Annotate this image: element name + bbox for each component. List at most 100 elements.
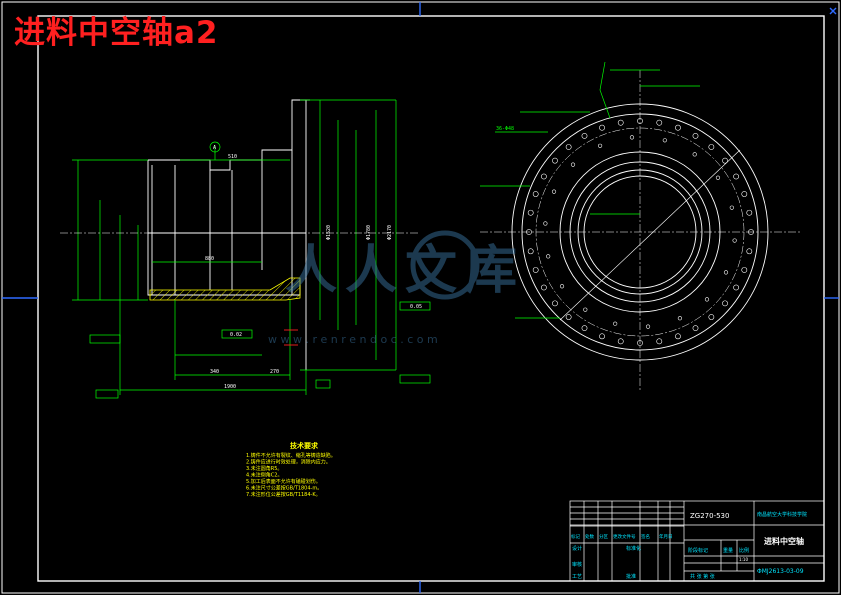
end-view: 36-Φ48 [480, 61, 800, 390]
inner-hole [570, 162, 576, 167]
tb-scale: 比例 [739, 547, 749, 554]
tb-design: 设计 [572, 545, 582, 552]
tb-scale-value: 1:10 [739, 557, 748, 562]
inner-hole [613, 321, 618, 326]
tb-approve: 批准 [626, 573, 636, 580]
bolt-hole [733, 284, 740, 291]
bolt-hole [565, 314, 572, 320]
bolt-hole [692, 325, 699, 332]
title-block [569, 500, 825, 582]
inner-hole [543, 221, 548, 226]
bolt-hole [722, 300, 728, 307]
tb-review: 审核 [572, 561, 582, 568]
dim-dia2: Φ1780 [366, 225, 372, 240]
watermark-text: 人人文库 [285, 240, 525, 301]
bolt-hole [532, 191, 539, 197]
inner-hole [732, 238, 737, 243]
bolt-hole [540, 173, 547, 180]
dim-d1: 1900 [224, 384, 236, 390]
inner-hole [729, 205, 734, 210]
note-line: 6.未注尺寸公差按GB/T1804-m。 [246, 485, 322, 492]
tb-row-label: 标记 [571, 533, 580, 540]
inner-hole [692, 152, 697, 157]
bolt-hole [581, 132, 588, 139]
tb-model: ZG270-530 [690, 512, 729, 520]
inner-hole [583, 307, 588, 312]
note-line: 2.铸件应进行时效处理，消除内应力。 [246, 459, 331, 466]
dim-d3: 270 [270, 369, 279, 375]
tb-drawing-no: ΦMJ2613-03-09 [757, 568, 804, 575]
inner-hole [723, 270, 729, 275]
bolt-hole [552, 300, 558, 307]
bolt-hole [617, 338, 624, 345]
inner-hole [559, 284, 565, 289]
inner-hole [551, 189, 557, 194]
tb-part-name: 进料中空轴 [764, 536, 804, 546]
section-view: 1900 340 270 880 510 0.05 0.02 A Φ1520 Φ… [60, 99, 431, 399]
inner-hole [662, 138, 667, 143]
bolt-hole [675, 124, 681, 131]
tb-school: 南昌航空大学科技学院 [757, 511, 807, 518]
bolt-hole [675, 333, 681, 340]
tb-process: 工艺 [572, 574, 582, 580]
bolt-hole [532, 267, 539, 273]
tb-row-label: 更改文件号 [613, 533, 636, 540]
bolt-hole [692, 132, 699, 139]
note-line: 1.铸件不允许有裂纹、缩孔等铸造缺陷。 [246, 452, 336, 459]
bolt-hole [599, 333, 605, 340]
bolt-hole [746, 209, 753, 216]
tb-stage: 阶段标记 [688, 547, 708, 554]
tb-sheets: 共 张 第 张 [690, 573, 715, 580]
tb-row-label: 年月日 [659, 533, 673, 540]
bolt-hole [656, 338, 663, 345]
tb-row-label: 签名 [641, 533, 650, 540]
bolt-hole [748, 229, 754, 235]
dim-tol2: 0.02 [230, 332, 242, 338]
dim-d4: 880 [205, 256, 214, 262]
bolt-hole [733, 173, 740, 180]
bolt-hole [540, 284, 547, 291]
notes-heading: 技术要求 [290, 441, 319, 450]
bolt-hole [527, 248, 534, 255]
bolt-hole [599, 124, 605, 131]
note-line: 5.加工后表面不允许有磕碰划伤。 [246, 478, 321, 485]
tb-standardize: 标准化 [626, 545, 641, 552]
bolt-hole [637, 340, 643, 346]
bolt-hole [746, 248, 753, 255]
hatched-wall [149, 277, 301, 301]
bolt-hole [637, 118, 643, 124]
watermark-url: w w w . r e n r e n d o c . c o m [268, 333, 438, 346]
bolt-hole [656, 119, 663, 126]
bolt-hole [617, 119, 624, 126]
note-line: 7.未注形位公差按GB/T1184-K。 [246, 491, 321, 498]
inner-hole [704, 297, 710, 302]
dim-d2: 510 [228, 154, 237, 160]
title-block-text: ZG270-530 南昌航空大学科技学院 进料中空轴 ΦMJ2613-03-09… [571, 511, 807, 580]
bolt-hole [552, 157, 558, 164]
tb-row-label: 分区 [599, 533, 608, 540]
dim-d5: 340 [210, 369, 219, 375]
bolt-hole [741, 267, 748, 273]
bolt-hole [565, 144, 572, 150]
bolt-hole [722, 157, 728, 164]
inner-hole [715, 175, 721, 180]
bolt-hole [581, 325, 588, 332]
bolt-hole [527, 209, 534, 216]
bolt-hole [708, 314, 715, 320]
inner-hole [677, 316, 683, 321]
inner-hole [546, 254, 551, 259]
tb-weight: 重量 [723, 547, 733, 554]
bolt-hole [526, 229, 532, 235]
watermark: 人人文库 w w w . r e n r e n d o c . c o m [268, 230, 525, 346]
inner-hole [597, 143, 603, 148]
dim-hole-callout: 36-Φ48 [496, 126, 514, 132]
inner-hole [645, 324, 651, 329]
dim-tol1: 0.05 [410, 304, 422, 310]
tb-row-label: 处数 [585, 533, 594, 540]
technical-notes: 技术要求 1.铸件不允许有裂纹、缩孔等铸造缺陷。2.铸件应进行时效处理，消除内应… [246, 441, 336, 498]
note-line: 3.未注圆角R5。 [246, 465, 282, 472]
inner-hole [629, 135, 635, 140]
